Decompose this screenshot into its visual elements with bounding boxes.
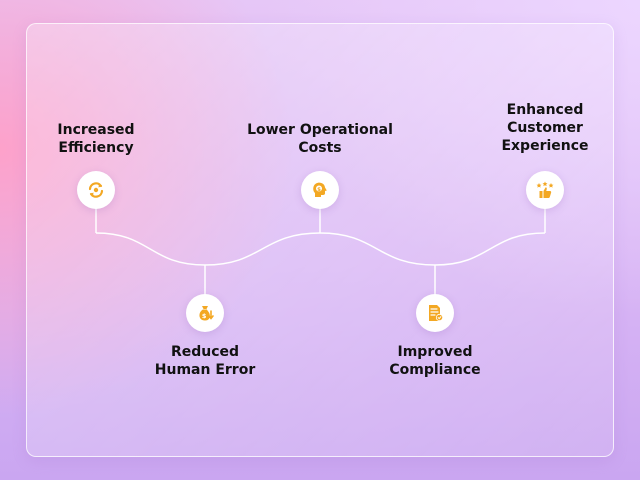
node-enhanced-customer-experience [526,171,564,209]
diagram-card [26,23,614,457]
node-lower-operational-costs: $ [301,171,339,209]
label-line: Lower Operational [247,122,393,138]
head-dollar-icon: $ [313,182,327,197]
thumbs-up-stars-icon [536,181,554,198]
label-line: Compliance [389,362,481,378]
label-line: Enhanced [506,102,584,118]
label-improved-compliance: Improved Compliance [360,343,510,379]
label-enhanced-customer-experience: Enhanced Customer Experience [470,101,620,155]
node-increased-efficiency [77,171,115,209]
document-check-icon [429,305,444,322]
label-increased-efficiency: Increased Efficiency [21,121,171,157]
money-bag-down-icon: $ [199,306,214,321]
node-reduced-human-error: $ [186,294,224,332]
svg-text:$: $ [317,187,321,193]
label-reduced-human-error: Reduced Human Error [130,343,280,379]
label-line: Reduced [170,344,240,360]
label-line: Efficiency [58,140,134,156]
label-line: Customer [507,120,583,136]
label-line: Improved [397,344,473,360]
refresh-gear-icon [88,182,104,198]
label-line: Increased [57,122,135,138]
wave-path [95,232,546,266]
label-line: Experience [501,138,589,154]
svg-text:$: $ [202,312,207,320]
label-line: Human Error [154,362,256,378]
node-improved-compliance [416,294,454,332]
label-lower-operational-costs: Lower Operational Costs [245,121,395,157]
label-line: Costs [298,140,342,156]
